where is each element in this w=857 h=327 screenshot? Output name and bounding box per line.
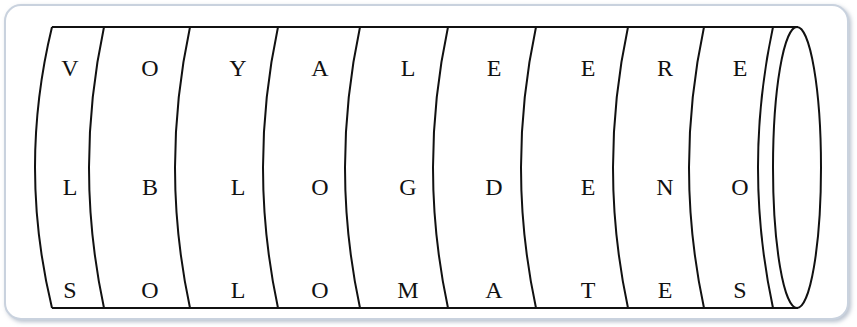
cipher-letter: O — [292, 276, 348, 304]
strip-edges — [89, 27, 773, 308]
cipher-letter: E — [637, 276, 693, 304]
cipher-letter: O — [292, 173, 348, 201]
strip-edge — [613, 27, 628, 308]
cipher-letter: B — [122, 173, 178, 201]
cylinder-strip: L G M — [380, 27, 436, 308]
cipher-letter: M — [380, 276, 436, 304]
cipher-letter: V — [42, 54, 98, 82]
cylinder-strip: R N E — [637, 27, 693, 308]
cylinder-strip: E D A — [466, 27, 522, 308]
cipher-letter: E — [560, 54, 616, 82]
frame — [5, 5, 848, 319]
cipher-letter: N — [637, 173, 693, 201]
strip-edge — [263, 27, 278, 308]
cylinder-outline — [35, 27, 821, 308]
cipher-letter: E — [712, 54, 768, 82]
cipher-letter: O — [122, 54, 178, 82]
strip-edge — [89, 27, 104, 308]
cipher-letter: S — [712, 276, 768, 304]
cipher-letter: S — [42, 276, 98, 304]
cipher-letter: D — [466, 173, 522, 201]
cipher-letter: L — [380, 54, 436, 82]
cipher-letter: A — [466, 276, 522, 304]
cipher-letter: E — [560, 173, 616, 201]
cipher-letter: L — [210, 173, 266, 201]
cylinder-strip: Y L L — [210, 27, 266, 308]
cipher-letter: E — [466, 54, 522, 82]
cylinder-strip: A O O — [292, 27, 348, 308]
cylinder-strip: E O S — [712, 27, 768, 308]
strip-edge — [345, 27, 360, 308]
strip-edge — [689, 27, 704, 308]
strip-edge — [175, 27, 190, 308]
cipher-letter: L — [210, 276, 266, 304]
cipher-letter: O — [712, 173, 768, 201]
strip-edge — [521, 27, 536, 308]
cylinder-strip: V L S — [42, 27, 98, 308]
cylinder-strip: O B O — [122, 27, 178, 308]
strip-edge — [758, 27, 773, 308]
cipher-letter: R — [637, 54, 693, 82]
strip-edge — [433, 27, 448, 308]
cipher-letter: T — [560, 276, 616, 304]
cipher-letter: G — [380, 173, 436, 201]
cylinder-strip: E E T — [560, 27, 616, 308]
cipher-letter: O — [122, 276, 178, 304]
cipher-letter: Y — [210, 54, 266, 82]
cipher-letter: L — [42, 173, 98, 201]
cipher-letter: A — [292, 54, 348, 82]
